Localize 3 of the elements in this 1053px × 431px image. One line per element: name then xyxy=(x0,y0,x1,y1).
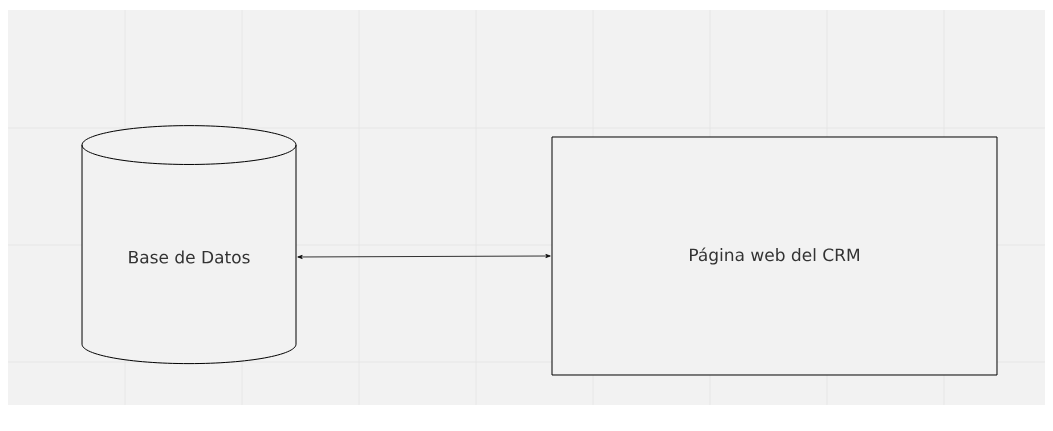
process-box: Página web del CRM xyxy=(551,136,998,376)
database-cylinder: Base de Datos xyxy=(81,125,297,365)
arrow xyxy=(297,254,551,259)
